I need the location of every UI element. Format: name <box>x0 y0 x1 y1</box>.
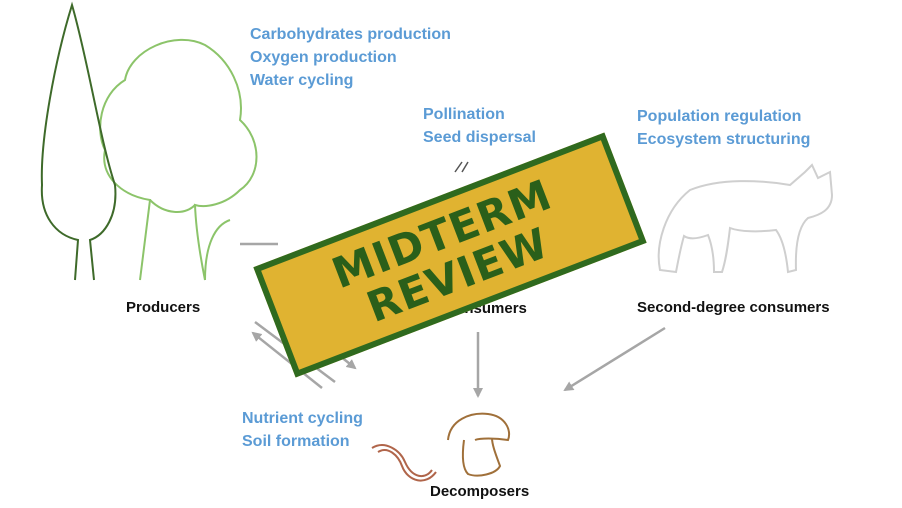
service-soil-formation: Soil formation <box>242 433 350 450</box>
service-nutrient-cycling: Nutrient cycling <box>242 410 363 427</box>
service-pollination: Pollination <box>423 106 505 123</box>
first-consumers-services: Pollination Seed dispersal <box>423 103 536 149</box>
deciduous-tree-icon <box>99 39 258 281</box>
conifer-tree-icon <box>40 1 117 281</box>
wolf-icon <box>657 163 834 274</box>
producers-label: Producers <box>126 299 201 316</box>
decomposers-label: Decomposers <box>430 483 530 500</box>
service-water: Water cycling <box>250 72 354 89</box>
service-population-regulation: Population regulation <box>637 108 802 125</box>
second-consumers-label: Second-degree consumers <box>637 299 830 316</box>
service-ecosystem-structuring: Ecosystem structuring <box>637 131 811 148</box>
butterfly-icon <box>454 161 469 173</box>
service-oxygen: Oxygen production <box>250 49 397 66</box>
service-seed-dispersal: Seed dispersal <box>423 129 536 146</box>
earthworm-icon <box>371 444 437 482</box>
decomposers-services: Nutrient cycling Soil formation <box>242 407 363 453</box>
mushroom-icon <box>447 412 510 477</box>
service-carbohydrates: Carbohydrates production <box>250 26 451 43</box>
second-consumers-services: Population regulation Ecosystem structur… <box>637 105 810 151</box>
producers-services: Carbohydrates production Oxygen producti… <box>250 23 451 92</box>
